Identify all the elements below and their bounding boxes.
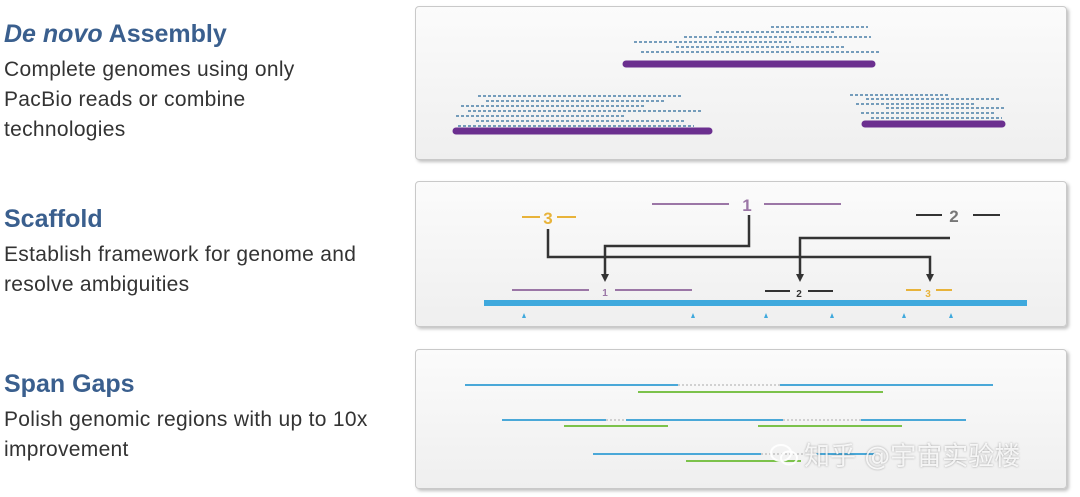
scaffold-section: Scaffold Establish framework for genome … [4,204,374,300]
scaffold-diagram: 3 1 2 1 2 [484,196,1027,318]
arrowhead-2 [796,274,804,282]
watermark-text: 知乎 @宇宙实验楼 [804,442,1021,472]
spangaps-description: Polish genomic regions with up to 10x im… [4,408,368,461]
top-contig-2-label: 2 [949,207,958,226]
watermark: 知乎 @宇宙实验楼 [770,436,1020,473]
read-pile-right [850,94,1006,119]
placed-contig-2: 2 [765,289,833,300]
scaffold-marker-2 [764,313,768,318]
spangaps-section: Span Gaps Polish genomic regions with up… [4,369,384,465]
scaffold-marker-5 [949,313,953,318]
top-contig-2: 2 [916,207,1000,226]
wechat-logo-icon [770,443,798,465]
denovo-title-rest: Assembly [102,20,227,48]
arrowhead-3 [926,274,934,282]
connector-2 [798,236,950,276]
denovo-title-italic: De novo [4,20,103,48]
placed-contig-1-label: 1 [602,288,608,299]
denovo-diagram-panel [415,6,1067,160]
read-pile-left [456,95,701,127]
spangaps-diagram-panel [415,349,1067,489]
top-contig-1: 1 [652,196,841,215]
denovo-title: De novo Assembly [4,19,354,49]
placed-contig-1: 1 [512,288,692,299]
denovo-diagram [452,26,1006,135]
spangaps-diagram [465,384,993,462]
placed-contig-3: 3 [906,289,952,300]
connector-1 [603,215,751,276]
arrowhead-1 [601,274,609,282]
scaffold-marker-3 [830,313,834,318]
scaffold-marker-4 [902,313,906,318]
denovo-section: De novo Assembly Complete genomes using … [4,19,354,145]
spangaps-title: Span Gaps [4,370,135,398]
top-contig-1-label: 1 [742,196,751,215]
scaffold-title: Scaffold [4,205,103,233]
scaffold-description: Establish framework for genome and resol… [4,243,357,296]
denovo-description: Complete genomes using only PacBio reads… [4,58,295,141]
placed-contig-3-label: 3 [925,289,931,300]
scaffold-marker-0 [522,313,526,318]
top-contig-3-label: 3 [543,209,552,228]
connector-3 [546,229,932,276]
top-contig-3: 3 [522,209,576,228]
scaffold-markers [522,313,953,318]
placed-contig-2-label: 2 [796,289,802,300]
scaffold-diagram-panel: 3 1 2 1 2 [415,181,1067,327]
scaffold-marker-1 [691,313,695,318]
read-pile-top [634,26,881,53]
